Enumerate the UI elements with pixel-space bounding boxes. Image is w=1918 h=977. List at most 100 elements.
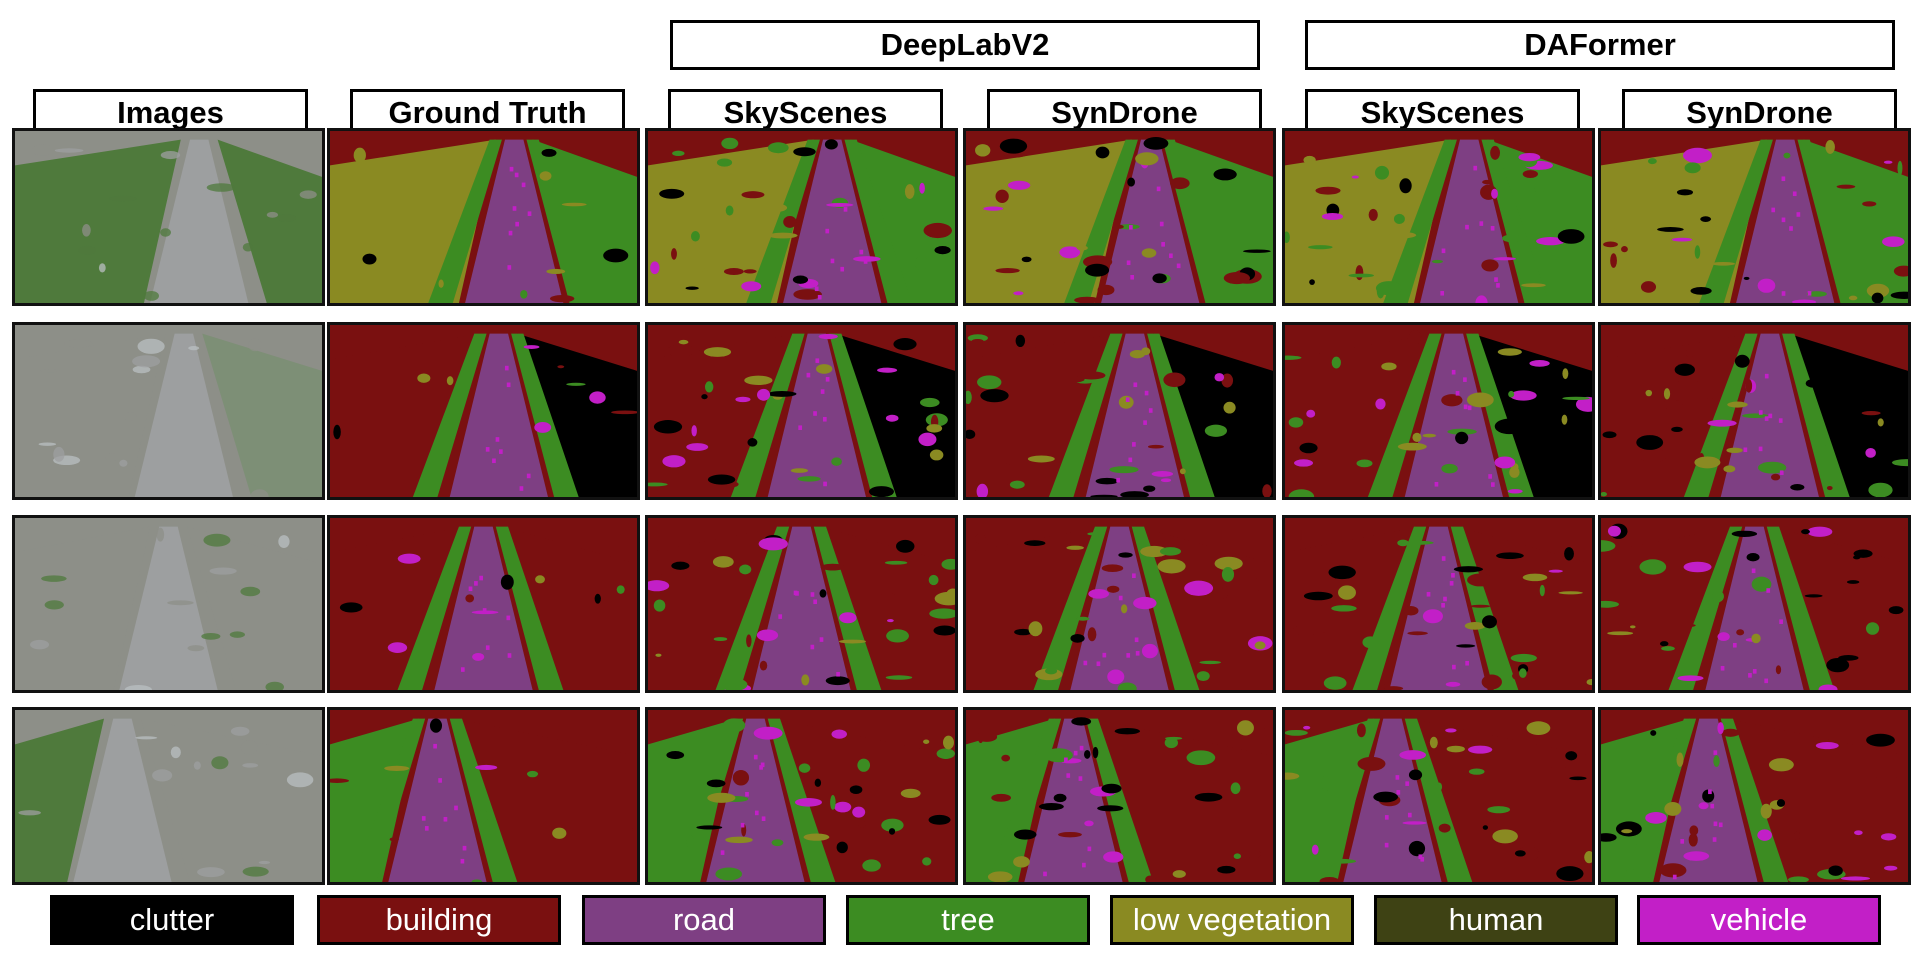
vehicle-mark xyxy=(1764,373,1769,379)
segment-blob xyxy=(1874,775,1899,783)
vehicle-mark xyxy=(720,850,725,855)
deeplab-skyscenes-row-1 xyxy=(645,128,958,306)
segment-blob xyxy=(926,424,943,433)
segment-blob xyxy=(1615,821,1642,837)
segment-blob xyxy=(1689,825,1699,836)
vehicle-mark xyxy=(1043,871,1047,877)
segment-blob xyxy=(1467,573,1493,587)
vehicle-mark xyxy=(1156,186,1161,192)
segment-blob xyxy=(1141,347,1151,356)
segment-blob xyxy=(1468,745,1493,754)
segment-blob xyxy=(1194,792,1223,802)
segment-blob xyxy=(1223,271,1250,285)
segment-blob xyxy=(1494,456,1516,469)
vehicle-mark xyxy=(1449,581,1454,586)
segment-blob xyxy=(1620,857,1638,871)
vehicle-mark xyxy=(822,416,827,422)
segment-blob xyxy=(1865,622,1880,635)
vehicle-mark xyxy=(1718,822,1723,828)
segment-blob xyxy=(248,338,262,352)
segment-blob xyxy=(716,158,733,167)
vehicle-mark xyxy=(506,615,511,621)
segment-blob xyxy=(240,586,261,597)
segment-blob xyxy=(1688,833,1698,847)
segment-blob xyxy=(1241,577,1263,593)
vehicle-mark xyxy=(1781,217,1786,223)
vehicle-mark xyxy=(759,765,763,770)
segment-blob xyxy=(384,765,410,771)
segment-blob xyxy=(1671,426,1683,433)
road-region xyxy=(1705,526,1804,690)
segment-blob xyxy=(725,836,753,844)
segment-blob xyxy=(1399,750,1427,760)
segment-blob xyxy=(1584,851,1592,864)
vehicle-mark xyxy=(1781,291,1786,296)
segment-blob xyxy=(1700,523,1720,539)
segment-blob xyxy=(862,859,881,872)
segment-blob xyxy=(187,645,205,652)
segment-blob xyxy=(1813,434,1828,448)
segment-blob xyxy=(667,344,695,357)
vehicle-mark xyxy=(1440,290,1445,296)
segment-blob xyxy=(1888,606,1904,615)
segment-blob xyxy=(1508,390,1515,398)
segment-blob xyxy=(1101,564,1124,572)
segment-blob xyxy=(1645,812,1667,824)
segment-blob xyxy=(686,835,694,849)
segment-blob xyxy=(741,191,765,199)
right-region xyxy=(850,139,955,303)
left-region xyxy=(15,526,151,690)
segment-blob xyxy=(706,779,726,788)
vehicle-mark xyxy=(424,826,429,831)
segment-blob xyxy=(552,827,567,839)
segment-blob xyxy=(1826,658,1850,673)
segment-blob xyxy=(18,810,41,816)
segment-blob xyxy=(1214,373,1225,382)
segment-blob xyxy=(1140,545,1169,558)
vehicle-mark xyxy=(813,411,817,416)
vehicle-mark xyxy=(443,816,448,822)
segment-blob xyxy=(1184,580,1214,596)
vehicle-mark xyxy=(1479,221,1484,226)
segment-blob xyxy=(1475,295,1488,303)
segment-blob xyxy=(1070,634,1085,643)
vehicle-mark xyxy=(1384,842,1389,848)
vehicle-mark xyxy=(1488,474,1492,479)
segment-blob xyxy=(1562,396,1590,401)
segment-blob xyxy=(30,639,50,650)
vehicle-mark xyxy=(819,637,824,642)
vehicle-mark xyxy=(1465,660,1469,666)
tree-strip xyxy=(526,139,595,303)
vehicle-mark xyxy=(1133,382,1138,388)
road-region xyxy=(1389,526,1488,690)
segment-blob xyxy=(397,553,421,564)
segment-blob xyxy=(1170,629,1177,641)
left-region xyxy=(15,139,181,303)
segment-blob xyxy=(834,801,852,813)
legend-label: building xyxy=(385,902,493,937)
vehicle-mark xyxy=(506,382,511,388)
vehicle-mark xyxy=(1789,226,1793,231)
vehicle-mark xyxy=(1465,224,1469,230)
segment-blob xyxy=(1001,754,1011,762)
segment-blob xyxy=(594,593,601,604)
segment-blob xyxy=(535,575,545,584)
segment-blob xyxy=(1889,227,1907,234)
vehicle-mark xyxy=(754,810,759,816)
segment-blob xyxy=(793,147,816,157)
segment-blob xyxy=(660,172,666,185)
vehicle-mark xyxy=(806,372,811,378)
segment-blob xyxy=(1836,184,1856,189)
segment-blob xyxy=(1494,418,1524,435)
segment-blob xyxy=(266,211,279,218)
segment-blob xyxy=(1705,389,1715,400)
vehicle-mark xyxy=(859,249,864,255)
segment-blob xyxy=(188,346,200,351)
deeplab-syndrone-row-4 xyxy=(963,707,1276,885)
segment-blob xyxy=(1114,727,1140,735)
segment-blob xyxy=(1790,484,1805,491)
segment-blob xyxy=(1028,621,1043,637)
tree-strip xyxy=(1766,526,1835,690)
segment-blob xyxy=(109,195,137,202)
vehicle-mark xyxy=(814,286,819,292)
